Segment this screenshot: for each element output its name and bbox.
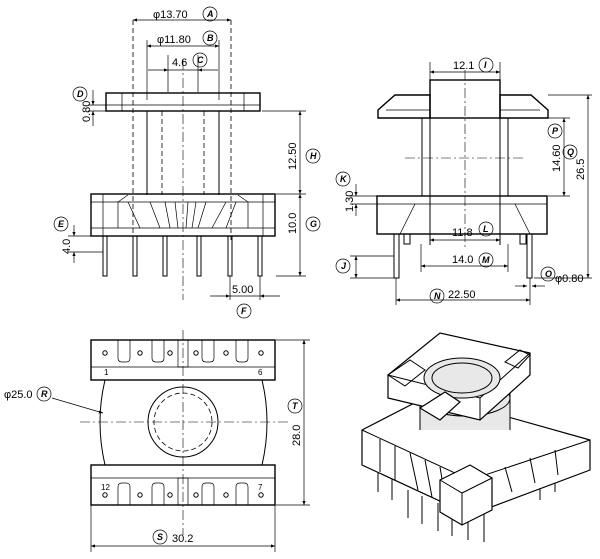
dim-m-value: 14.0 [452, 254, 473, 266]
dim-d-tag: D [77, 89, 84, 99]
dim-q-tag: Q [567, 147, 574, 157]
dim-h-value: 12.50 [287, 142, 299, 170]
dim-i-value: 12.1 [453, 60, 474, 72]
dim-s-value: 30.2 [172, 533, 193, 545]
dim-l-value: 11.8 [452, 227, 473, 239]
dim-g-tag: G [310, 219, 317, 229]
pin-label-12: 12 [101, 483, 110, 492]
dim-g-value: 10.0 [287, 213, 299, 234]
dim-c-tag: C [197, 55, 204, 65]
dim-e-value: 4.0 [61, 239, 73, 254]
dim-f-tag: F [241, 306, 247, 316]
dim-r-tag: R [41, 389, 48, 399]
dim-o-value: φ0.80 [555, 273, 584, 285]
dim-m-tag: M [482, 255, 490, 265]
dim-l-tag: L [483, 224, 489, 234]
pin-label-6: 6 [258, 368, 263, 377]
front-base [90, 193, 276, 237]
side-view: 12.1 I 14.60 P 26.5 Q 1.30 K J 11.8 L 14… [335, 57, 592, 305]
pin-label-7: 7 [258, 483, 263, 492]
front-view: φ13.70 A φ11.80 B 4.6 C 0.80 D 4.0 E 12.… [53, 6, 321, 319]
side-base [376, 195, 548, 235]
dim-n-value: 22.50 [448, 289, 476, 301]
dim-p-tag: P [552, 126, 559, 136]
dim-q-value: 26.5 [575, 159, 587, 180]
bottom-view: 1 6 12 7 φ25.0 R 28.0 T S 30.2 [4, 330, 310, 552]
dim-t-value: 28.0 [291, 425, 303, 446]
dim-c-value: 4.6 [172, 57, 187, 69]
dim-b-value: φ11.80 [157, 34, 191, 46]
dim-n-tag: N [434, 291, 441, 301]
isometric-view [361, 332, 591, 542]
dim-i-tag: I [484, 60, 487, 70]
dim-j-tag: J [341, 261, 347, 271]
front-pins [102, 235, 263, 277]
dim-f-value: 5.00 [232, 284, 253, 296]
dim-a-value: φ13.70 [153, 9, 188, 21]
dim-k-value: 1.30 [344, 191, 356, 212]
dim-k-tag: K [340, 174, 348, 184]
dim-o-tag: O [545, 269, 552, 279]
dim-p-value: 14.60 [551, 144, 563, 172]
dim-a-tag: A [206, 9, 214, 19]
dim-s-tag: S [157, 532, 163, 542]
dim-d-value: 0.80 [81, 101, 93, 122]
dim-h-tag: H [310, 151, 317, 161]
pin-label-1: 1 [104, 368, 109, 377]
dim-b-tag: B [207, 33, 214, 43]
dim-r-value: φ25.0 [4, 389, 33, 401]
dim-e-tag: E [58, 219, 65, 229]
bottom-core-hole [147, 386, 219, 458]
dim-t-tag: T [292, 401, 299, 411]
